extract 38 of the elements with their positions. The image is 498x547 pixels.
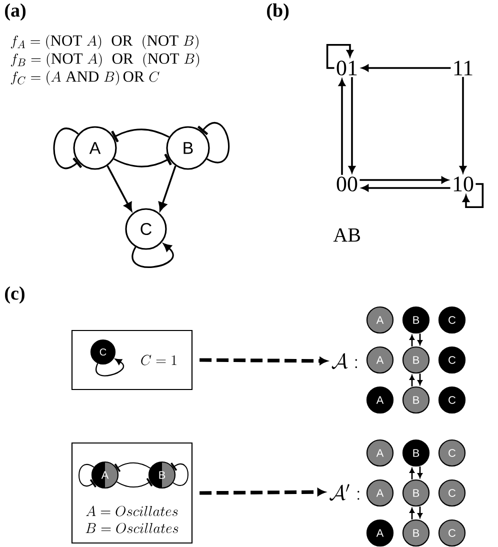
arrow <box>200 357 328 365</box>
arrow <box>158 166 176 212</box>
arrow <box>96 358 124 376</box>
state-label: 10 <box>454 176 474 192</box>
arrow <box>418 506 422 518</box>
arrow <box>200 488 325 496</box>
arrow <box>106 165 132 212</box>
arrow <box>410 375 414 386</box>
arrow <box>410 335 414 346</box>
arrow <box>418 466 422 478</box>
arrow <box>462 183 484 208</box>
arrow <box>326 44 354 69</box>
arrow <box>360 176 448 184</box>
arrow <box>362 64 451 72</box>
attractor-label: $\mathcal{A}:$ <box>332 353 357 370</box>
arrow <box>338 79 346 175</box>
state-label: 00 <box>336 176 358 192</box>
panel-label: (c) <box>5 286 24 304</box>
arrow <box>348 77 356 173</box>
state-label: 01 <box>336 60 357 76</box>
state-order-label: AB <box>333 228 360 242</box>
arrow <box>132 243 174 268</box>
boolean-rule: $f_A = (\mathrm{NOT}\ A)\ \ \mathrm{OR}\ \ (\mathrm{NOT}\ B)$ <box>10 34 198 50</box>
arrow <box>410 468 414 480</box>
arrow <box>111 128 170 142</box>
panel-label: (b) <box>267 3 289 21</box>
boolean-rule: $f_C = (A\ \mathrm{AND}\ B)\,\mathrm{OR}\ C$ <box>10 70 160 86</box>
panel-label: (a) <box>5 3 26 21</box>
state-label: 11 <box>454 60 472 76</box>
arrow <box>460 76 466 173</box>
arrow <box>362 184 450 192</box>
arrow <box>410 508 414 520</box>
arrow <box>418 374 422 385</box>
boolean-rule: $f_B = (\mathrm{NOT}\ A)\ \ \mathrm{OR}\ \ (\mathrm{NOT}\ B)$ <box>10 52 200 68</box>
arrow <box>418 334 422 345</box>
arrow <box>114 154 172 168</box>
attractor-label: $\mathcal{A}':$ <box>330 484 360 501</box>
arrow <box>78 464 96 488</box>
